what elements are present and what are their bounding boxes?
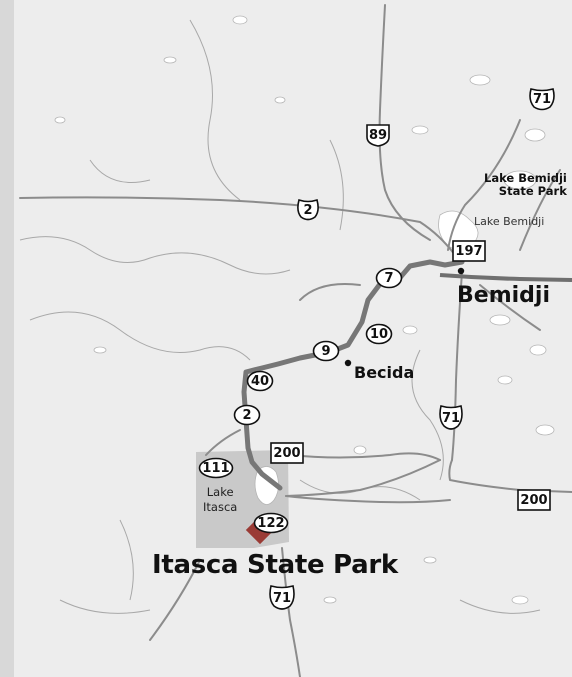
us-shield-2-west: 2 xyxy=(296,198,320,222)
highway-200-connector xyxy=(285,459,441,497)
bemidji-label: Bemidji xyxy=(457,283,550,308)
highway-2-road xyxy=(19,196,456,256)
route-oval-7: 7 xyxy=(375,267,403,289)
itasca-state-park-label: Itasca State Park xyxy=(152,550,398,580)
lake-itasca-label: Lake Itasca xyxy=(203,485,238,514)
us-shield-71-north: 71 xyxy=(528,87,556,112)
route-oval-122: 122 xyxy=(253,512,289,534)
highway-71-central-road xyxy=(451,271,463,461)
map-edge xyxy=(0,0,14,677)
us-shield-200-north: 200 xyxy=(270,442,304,464)
becida-label: Becida xyxy=(354,363,415,382)
water-features xyxy=(54,15,555,605)
us-shield-71-south: 71 xyxy=(268,584,296,612)
route-oval-2: 2 xyxy=(233,404,261,426)
us-shield-197: 197 xyxy=(452,240,486,262)
highway-71-south-road xyxy=(281,547,301,677)
lake-bemidji-label: Lake Bemidji xyxy=(474,215,545,228)
route-oval-9: 9 xyxy=(312,340,340,362)
highway-71-north-road xyxy=(447,119,521,251)
us-shield-71-central: 71 xyxy=(438,404,464,432)
route-oval-10: 10 xyxy=(365,323,393,345)
bemidji-dot-icon xyxy=(457,267,465,275)
us-shield-200-east: 200 xyxy=(517,489,551,511)
highway-2-east-road xyxy=(439,273,572,282)
us-shield-89: 89 xyxy=(365,123,391,147)
becida-dot-icon xyxy=(344,359,352,367)
highway-200-east-road xyxy=(448,459,572,493)
lake-bemidji-state-park-label: Lake Bemidji State Park xyxy=(484,171,567,198)
route-oval-111: 111 xyxy=(198,457,234,479)
route-oval-40: 40 xyxy=(246,370,274,392)
